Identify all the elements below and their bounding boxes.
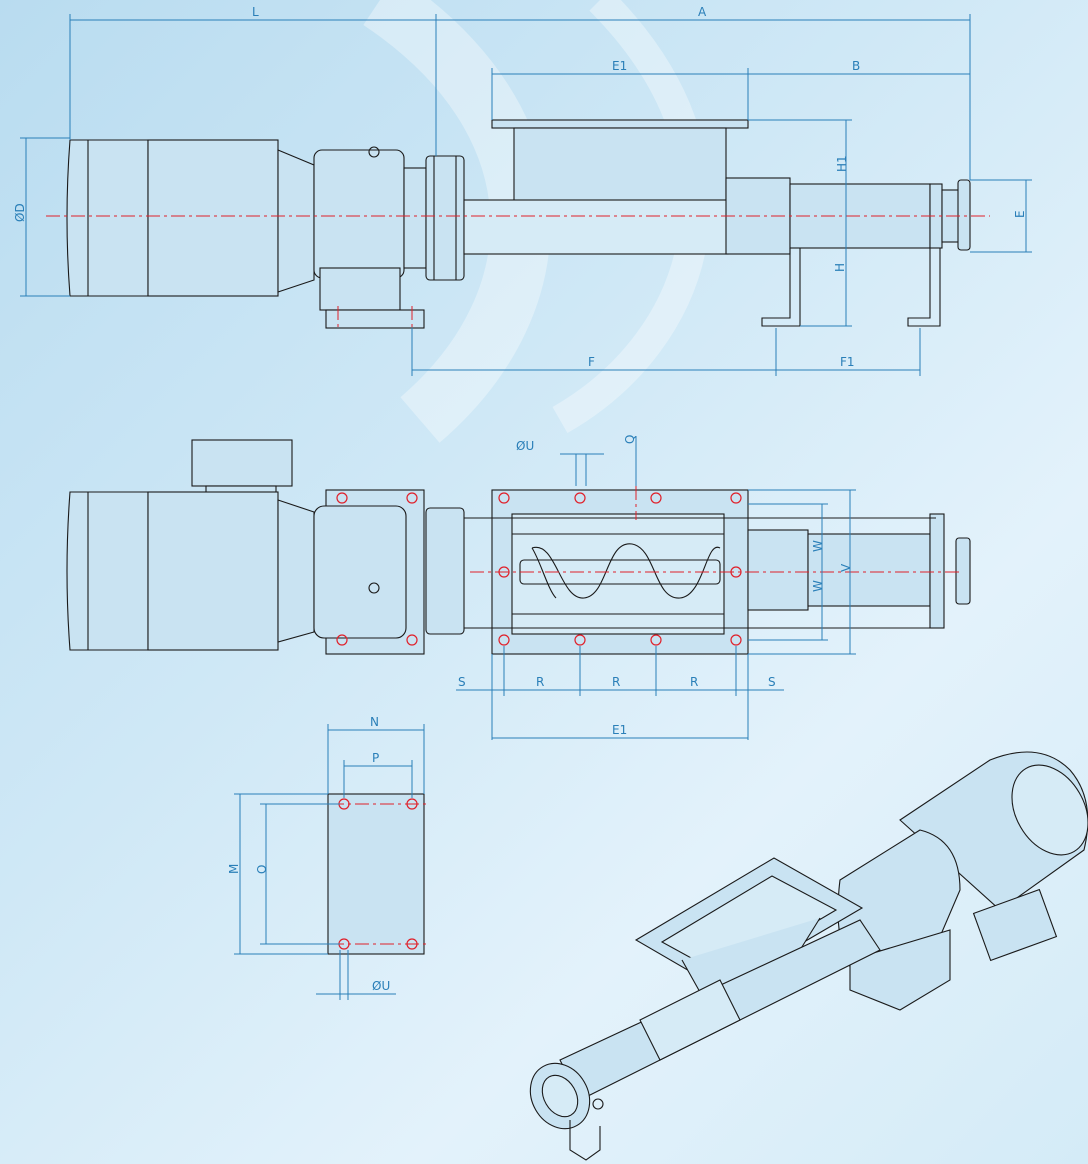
side-view-dimensions — [20, 14, 1032, 376]
dim-S-right: S — [768, 675, 776, 689]
side-view — [46, 119, 990, 330]
mounting-holes — [336, 492, 742, 646]
dim-S-left: S — [458, 675, 466, 689]
dim-F: F — [588, 355, 595, 369]
dim-L: L — [252, 5, 259, 19]
dim-N: N — [370, 715, 379, 729]
dim-E1-bottom: E1 — [612, 723, 627, 737]
dim-W-lower: W — [811, 580, 825, 592]
base-plate-dimensions — [234, 724, 425, 1000]
dim-OU-top: ØU — [516, 439, 534, 453]
base-plate-view — [327, 793, 426, 955]
dim-R-3: R — [690, 675, 698, 689]
dim-E1-top: E1 — [612, 59, 627, 73]
dim-OD: ØD — [13, 203, 27, 222]
isometric-view — [529, 751, 1088, 1161]
dim-R-1: R — [536, 675, 544, 689]
dim-H1: H1 — [835, 155, 849, 172]
dim-OU-bottom: ØU — [372, 979, 390, 993]
dim-Q: Q — [623, 435, 637, 444]
dim-M: M — [227, 864, 241, 874]
top-view-dimensions — [456, 436, 856, 740]
dim-E: E — [1013, 210, 1027, 218]
dim-A: A — [698, 5, 707, 19]
dim-R-2: R — [612, 675, 620, 689]
dim-B: B — [852, 59, 860, 73]
dim-W-upper: W — [811, 540, 825, 552]
dim-F1: F1 — [840, 355, 855, 369]
dim-O: O — [255, 865, 269, 874]
dim-P: P — [372, 751, 379, 765]
top-view — [66, 436, 971, 655]
dim-V: V — [839, 563, 853, 572]
dim-H: H — [833, 263, 847, 272]
